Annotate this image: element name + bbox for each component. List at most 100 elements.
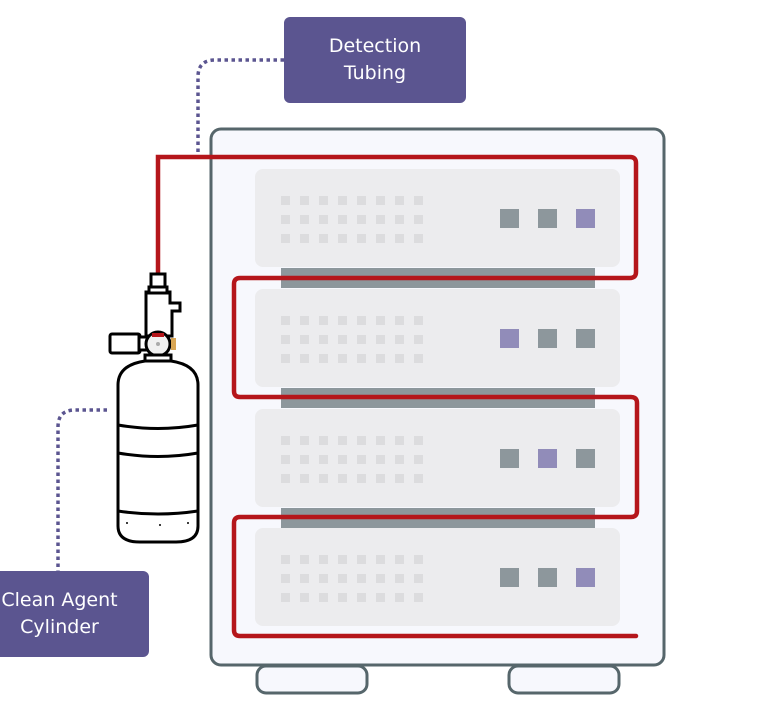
vent-slot <box>281 354 290 363</box>
detection-tubing-label: Detection Tubing <box>284 17 466 103</box>
vent-slot <box>395 335 404 344</box>
vent-slot <box>338 354 347 363</box>
status-indicator-gray <box>500 209 519 228</box>
vent-slot <box>281 335 290 344</box>
vent-slot <box>357 335 366 344</box>
cabinet-foot-right <box>507 664 621 695</box>
vent-slot <box>300 436 309 445</box>
actuator <box>108 332 142 355</box>
vent-slot <box>376 335 385 344</box>
vent-slot <box>300 215 309 224</box>
tubing-connector <box>149 272 167 289</box>
vent-slot <box>414 455 423 464</box>
vent-slot <box>338 574 347 583</box>
vent-slot <box>300 593 309 602</box>
vent-slot <box>395 555 404 564</box>
vent-slot <box>300 555 309 564</box>
detection-tubing-label-line1: Detection <box>328 35 422 57</box>
vent-slot <box>300 354 309 363</box>
vent-slot <box>281 196 290 205</box>
vent-slot <box>319 215 328 224</box>
vent-slot <box>357 474 366 483</box>
status-indicator-purple <box>538 449 557 468</box>
vent-slot <box>338 196 347 205</box>
vent-slot <box>319 335 328 344</box>
valve-body <box>144 290 182 338</box>
vent-slot <box>357 354 366 363</box>
vent-slot <box>414 215 423 224</box>
cylinder-leader-line <box>56 408 107 571</box>
vent-slot <box>319 555 328 564</box>
status-indicator-gray <box>500 449 519 468</box>
vent-slot <box>300 335 309 344</box>
detection-tubing-label-line2: Tubing <box>343 62 407 84</box>
vent-slot <box>338 593 347 602</box>
vent-slot <box>357 436 366 445</box>
vent-slot <box>300 574 309 583</box>
status-indicator-gray <box>538 209 557 228</box>
vent-slot <box>414 316 423 325</box>
vent-slot <box>281 436 290 445</box>
vent-slot <box>357 196 366 205</box>
vent-slot <box>357 316 366 325</box>
vent-slot <box>300 196 309 205</box>
vent-slot <box>395 455 404 464</box>
rack-unit <box>255 528 620 626</box>
status-indicator-gray <box>576 329 595 348</box>
vent-slot <box>395 316 404 325</box>
status-indicator-purple <box>576 568 595 587</box>
vent-slot <box>338 455 347 464</box>
vent-slot <box>357 574 366 583</box>
vent-slot <box>414 555 423 564</box>
vent-slot <box>319 574 328 583</box>
status-indicator-purple <box>576 209 595 228</box>
vent-slot <box>281 593 290 602</box>
vent-slot <box>395 354 404 363</box>
status-indicator-purple <box>500 329 519 348</box>
vent-slot <box>376 555 385 564</box>
rack-unit <box>255 169 620 267</box>
vent-slot <box>338 316 347 325</box>
vent-slot <box>357 593 366 602</box>
vent-slot <box>338 555 347 564</box>
vent-grid <box>281 436 423 483</box>
vent-slot <box>338 436 347 445</box>
vent-grid <box>281 555 423 602</box>
vent-slot <box>414 196 423 205</box>
vent-slot <box>395 436 404 445</box>
vent-slot <box>376 436 385 445</box>
vent-slot <box>300 234 309 243</box>
vent-slot <box>281 574 290 583</box>
vent-slot <box>376 196 385 205</box>
vent-slot <box>338 474 347 483</box>
cylinder-label-line1: Clean Agent <box>1 589 118 611</box>
vent-slot <box>395 234 404 243</box>
vent-slot <box>414 593 423 602</box>
vent-slot <box>414 474 423 483</box>
vent-slot <box>376 234 385 243</box>
vent-slot <box>319 234 328 243</box>
vent-slot <box>376 455 385 464</box>
vent-slot <box>338 215 347 224</box>
vent-slot <box>319 455 328 464</box>
vent-slot <box>357 215 366 224</box>
rack-unit-panel <box>255 409 620 507</box>
vent-slot <box>338 335 347 344</box>
detection-tubing <box>155 154 640 639</box>
clean-agent-cylinder <box>108 272 200 544</box>
status-indicator-gray <box>500 568 519 587</box>
vent-slot <box>319 474 328 483</box>
vent-slot <box>338 234 347 243</box>
vent-slot <box>395 474 404 483</box>
status-indicator-gray <box>538 329 557 348</box>
vent-slot <box>376 215 385 224</box>
vent-slot <box>414 436 423 445</box>
vent-slot <box>300 455 309 464</box>
vent-slot <box>319 436 328 445</box>
vent-slot <box>395 574 404 583</box>
vent-slot <box>357 234 366 243</box>
vent-slot <box>414 574 423 583</box>
cabinet-foot-left <box>255 664 369 695</box>
vent-slot <box>395 215 404 224</box>
